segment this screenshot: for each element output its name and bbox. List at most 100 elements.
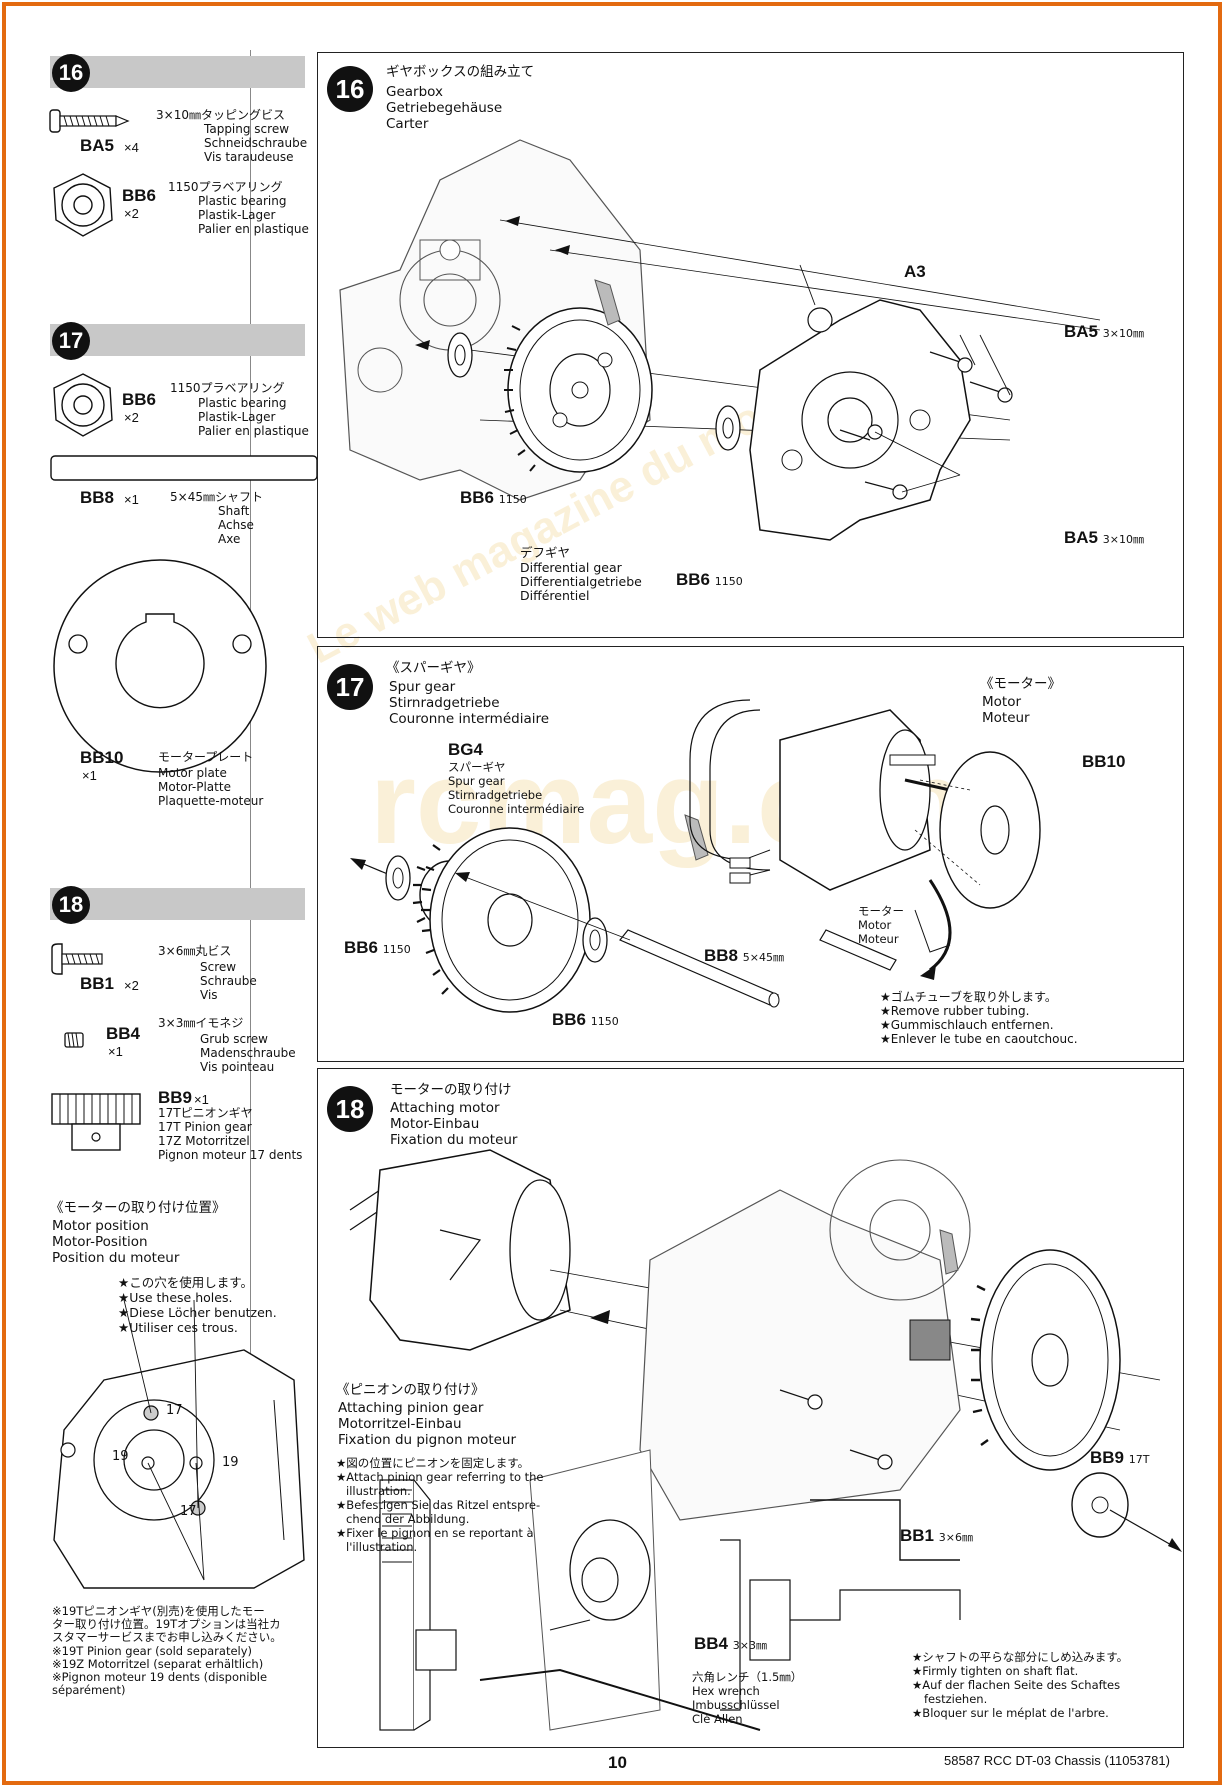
label-bb8-shaft-id: BB8	[704, 946, 739, 965]
hole-label-19-right: 19	[222, 1455, 239, 1470]
page-number: 10	[608, 1753, 627, 1772]
part-desc-bb9-en: 17T Pinion gear	[158, 1120, 252, 1134]
label-a3: A3	[904, 262, 926, 281]
motor-header-en: Motor	[982, 694, 1022, 710]
hex-wrench-fr: Clé Allen	[692, 1712, 743, 1726]
pinion-note-7: l'illustration.	[346, 1540, 418, 1554]
pinion-header-en: Attaching pinion gear	[338, 1400, 484, 1416]
tapping-screw-icon	[49, 109, 130, 133]
step17-panel-badge: 17	[327, 664, 373, 710]
step17-title-en: Spur gear	[389, 679, 456, 695]
part-jp-bb10: モータープレート	[158, 750, 254, 764]
left-divider	[250, 50, 251, 1550]
label-bb6-left-size: 1150	[498, 493, 527, 506]
model-code: 58587 RCC DT-03 Chassis (11053781)	[944, 1753, 1170, 1768]
part-qty-ba5: ×4	[124, 140, 139, 155]
part-desc-bb4-en: Grub screw	[200, 1032, 268, 1046]
motor-position-title-jp: 《モーターの取り付け位置》	[50, 1200, 226, 1216]
part-desc-bb6-17-de: Plastik-Lager	[198, 410, 276, 424]
label-ba5-top-size: 3×10㎜	[1102, 327, 1144, 340]
pinion-header-de: Motorritzel-Einbau	[338, 1416, 462, 1432]
pinion-note-2: ★Attach pinion gear referring to the	[336, 1470, 544, 1484]
motor-label-fr: Moteur	[858, 932, 899, 946]
spur-gear-exploded-diagram	[350, 699, 1041, 1013]
step16-panel	[317, 52, 1184, 638]
pinion-note-5: chend der Abbildung.	[346, 1512, 470, 1526]
part-desc-bb8-de: Achse	[218, 518, 254, 532]
label-bb6-spur-mid: BB6 1150	[552, 1010, 619, 1031]
label-bb1-id: BB1	[900, 1526, 935, 1545]
footnote-line-4: ※19T Pinion gear (sold separately)	[52, 1644, 253, 1658]
shaft-note-1: ★シャフトの平らな部分にしめ込みます。	[912, 1650, 1129, 1664]
pinion-note-6: ★Fixer le pignon en se reportant à	[336, 1526, 534, 1540]
pinion-header-jp: 《ピニオンの取り付け》	[336, 1382, 485, 1398]
step18-panel	[317, 1068, 1184, 1748]
part-qty-bb8: ×1	[124, 492, 139, 507]
label-bb6-spur-mid-size: 1150	[590, 1015, 619, 1028]
part-jp-bb6-17: 1150プラベアリング	[170, 381, 285, 395]
rubber-note-jp: ★ゴムチューブを取り外します。	[880, 990, 1057, 1004]
label-bb6-spur-left: BB6 1150	[344, 938, 411, 959]
label-ba5-bottom-size: 3×10㎜	[1102, 533, 1144, 546]
part-desc-bb6-16-de: Plastik-Lager	[198, 208, 276, 222]
label-bb6-right-id: BB6	[676, 570, 711, 589]
part-desc-bb8-en: Shaft	[218, 504, 250, 518]
label-bb9-size: 17T	[1128, 1453, 1150, 1466]
part-desc-ba5-fr: Vis taraudeuse	[204, 150, 294, 164]
label-bb6-spur-left-id: BB6	[344, 938, 379, 957]
motor-position-title-de: Motor-Position	[52, 1234, 148, 1250]
part-qty-bb1: ×2	[124, 978, 139, 993]
label-bb1-size: 3×6㎜	[938, 1531, 973, 1544]
label-bb8-shaft-size: 5×45㎜	[742, 951, 784, 964]
part-jp-ba5: 3×10㎜タッピングビス	[156, 108, 285, 122]
motor-header-jp: 《モーター》	[980, 676, 1061, 692]
part-jp-bb8: 5×45㎜シャフト	[170, 490, 263, 504]
bg4-fr: Couronne intermédiaire	[448, 802, 585, 816]
label-ba5-top-id: BA5	[1064, 322, 1099, 341]
step17-bar	[50, 324, 305, 356]
label-bb6-left-id: BB6	[460, 488, 495, 507]
motor-plate-icon	[53, 559, 267, 773]
diff-gear-fr: Différentiel	[520, 588, 590, 603]
part-desc-bb6-17-en: Plastic bearing	[198, 396, 287, 410]
part-desc-bb8-fr: Axe	[218, 532, 241, 546]
part-qty-bb6-16: ×2	[124, 206, 139, 221]
step17-panel	[317, 646, 1184, 1062]
diff-gear-de: Differentialgetriebe	[520, 574, 642, 589]
step18-title-fr: Fixation du moteur	[390, 1132, 518, 1148]
footnote-line-3: スタマーサービスまでお申し込みください。	[52, 1630, 282, 1644]
label-bb4: BB4 3×3㎜	[694, 1634, 767, 1655]
pinion-header-fr: Fixation du pignon moteur	[338, 1432, 517, 1448]
motor-position-title-en: Motor position	[52, 1218, 149, 1234]
motor-header-fr: Moteur	[982, 710, 1030, 726]
step16-title-en: Gearbox	[386, 84, 443, 100]
label-ba5-top: BA5 3×10㎜	[1064, 322, 1144, 343]
hole-label-19-left: 19	[112, 1449, 129, 1464]
label-ba5-bottom-id: BA5	[1064, 528, 1099, 547]
part-desc-bb10-fr: Plaquette-moteur	[158, 794, 264, 808]
motor-attach-diagram	[349, 1149, 1182, 1731]
part-jp-bb9: 17Tピニオンギヤ	[158, 1106, 253, 1120]
part-desc-bb10-de: Motor-Platte	[158, 780, 231, 794]
motor-label-jp: モーター	[858, 904, 904, 918]
step16-badge: 16	[52, 54, 90, 92]
hex-wrench-jp: 六角レンチ（1.5㎜）	[692, 1670, 803, 1684]
footnote-line-5: ※19Z Motorritzel (separat erhältlich)	[52, 1657, 264, 1671]
part-qty-bb6-17: ×2	[124, 410, 139, 425]
label-bb6-right: BB6 1150	[676, 570, 743, 591]
part-qty-bb9: ×1	[194, 1092, 209, 1107]
bg4-en: Spur gear	[448, 774, 505, 788]
label-bb8-shaft: BB8 5×45㎜	[704, 946, 784, 967]
footnote-line-2: ター取り付け位置。19Tオプションは当社カ	[52, 1617, 281, 1631]
footnote-line-6: ※Pignon moteur 19 dents (disponible	[52, 1670, 268, 1684]
label-bb4-size: 3×3㎜	[732, 1639, 767, 1652]
label-bb9-id: BB9	[1090, 1448, 1125, 1467]
label-bb10: BB10	[1082, 752, 1126, 771]
diff-gear-en: Differential gear	[520, 560, 622, 575]
part-desc-bb6-16-fr: Palier en plastique	[198, 222, 309, 236]
rubber-note-en: ★Remove rubber tubing.	[880, 1004, 1030, 1018]
step18-panel-badge: 18	[327, 1086, 373, 1132]
gearbox-exploded-diagram	[339, 139, 1101, 541]
step18-title-de: Motor-Einbau	[390, 1116, 480, 1132]
label-bb9: BB9 17T	[1090, 1448, 1149, 1469]
